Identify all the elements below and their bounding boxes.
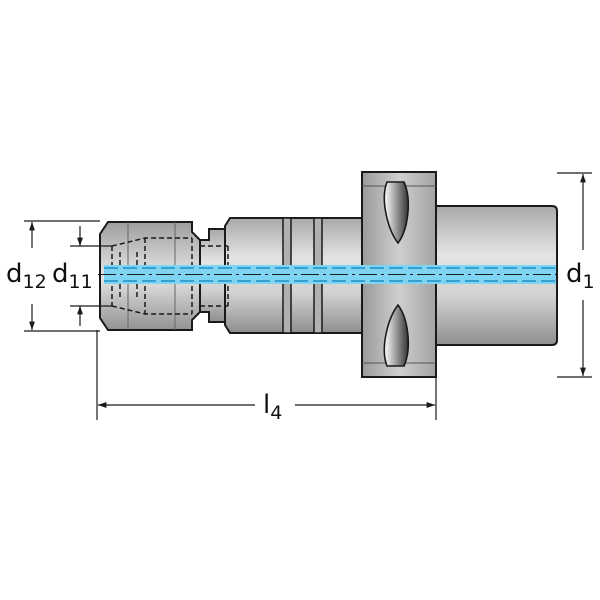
collet-hidden-lines	[111, 237, 229, 315]
dimension-labels: d12 d11 d1 l4	[6, 259, 595, 424]
label-d1-base: d	[566, 259, 583, 289]
label-d1: d1	[566, 259, 595, 293]
drive-slot-upper	[383, 181, 410, 245]
label-d12-base: d	[6, 259, 23, 289]
dimension-lines	[24, 172, 592, 420]
coolant-channel	[98, 265, 562, 284]
drive-slot-lower	[383, 303, 410, 367]
label-d11: d11	[52, 259, 93, 293]
label-d12-sub: 12	[23, 271, 47, 293]
label-d11-sub: 11	[69, 271, 93, 293]
label-l4-sub: 4	[270, 402, 282, 424]
label-d1-sub: 1	[583, 271, 595, 293]
label-d12: d12	[6, 259, 47, 293]
label-d11-base: d	[52, 259, 69, 289]
label-l4-base: l	[263, 390, 270, 420]
label-l4: l4	[263, 390, 282, 424]
